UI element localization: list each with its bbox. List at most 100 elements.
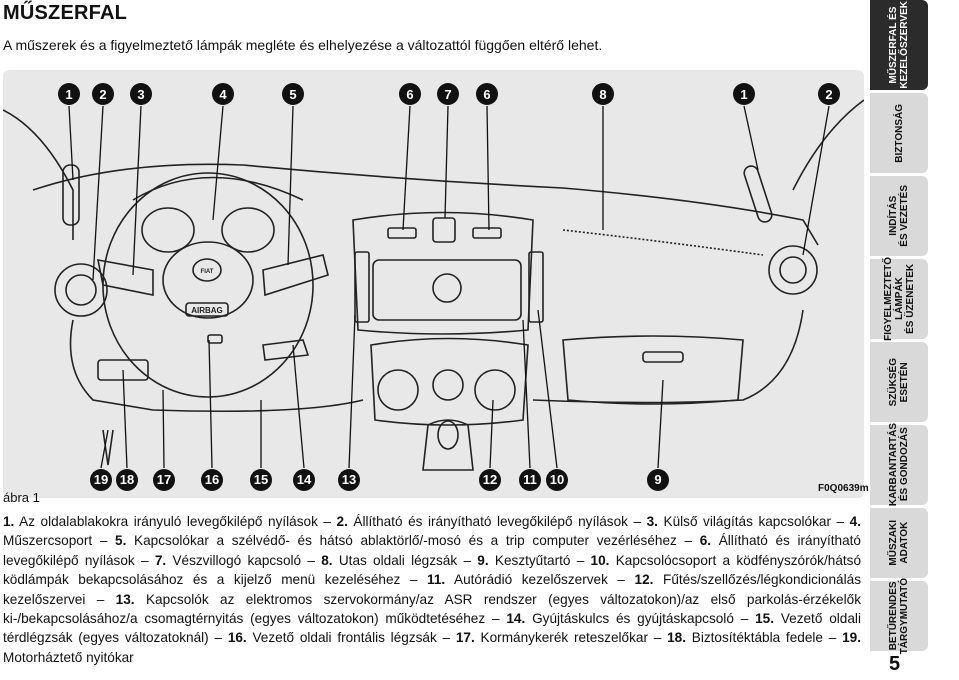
climate-knob-center <box>432 369 464 401</box>
tab-biztonsag[interactable]: BIZTONSÁG <box>870 93 928 173</box>
callout-badge: 14 <box>297 472 312 487</box>
fiat-logo-shape <box>192 258 222 282</box>
legend-text: Kapcsolók az elektromos szervokormány/az… <box>3 591 861 627</box>
tab-inditas[interactable]: INDÍTÁS ÉS VEZETÉS <box>870 176 928 256</box>
legend-text: Állítható és irányítható levegőkilépő ny… <box>3 533 861 568</box>
steering-hub <box>162 241 254 319</box>
legend-text: Motorháztető nyitókar <box>3 649 134 665</box>
manual-page: MŰSZERFAL A műszerek és a figyelmeztető … <box>3 2 869 665</box>
dashboard-illustration: 1 2 3 4 5 6 7 6 8 1 2 19 18 17 16 15 14 … <box>3 83 864 491</box>
legend-number: 3. <box>646 514 658 529</box>
tab-targymutato[interactable]: BETŰRENDES TÁRGYMUTATÓ <box>870 577 928 655</box>
legend-number: 11. <box>427 572 446 588</box>
legend-number: 5. <box>115 533 127 549</box>
wiper-stalk <box>262 254 329 297</box>
legend-number: 14. <box>506 611 526 627</box>
right-switch-column <box>528 251 544 323</box>
steering-wheel <box>102 172 314 398</box>
right-round-vent <box>768 245 818 295</box>
callout-badge: 10 <box>550 472 564 487</box>
callout-badge: 9 <box>654 472 661 487</box>
legend-number: 19. <box>842 630 861 646</box>
legend-number: 4. <box>849 514 861 529</box>
center-console <box>352 211 534 335</box>
callout-badge: 1 <box>740 87 747 102</box>
callout-badge: 1 <box>65 87 72 102</box>
legend-text: Vezető oldali térdlégzsák (egyes változa… <box>3 611 861 646</box>
bonnet-release-lever <box>102 429 114 466</box>
left-window-vent <box>62 164 80 226</box>
airbag-label: AIRBAG <box>191 306 223 315</box>
legend-text: Gyújtáskulcs és gyújtáskapcsoló <box>532 611 734 627</box>
tab-label: SZÜKSÉG ESETÉN <box>888 357 910 407</box>
tab-label: BIZTONSÁG <box>893 103 905 163</box>
callout-badge: 2 <box>99 87 106 102</box>
legend-number: 6. <box>699 533 712 549</box>
legend-text: Állítható és irányítható levegőkilépő ny… <box>353 514 628 529</box>
callout-badge: 15 <box>254 472 268 487</box>
passenger-airbag-outline <box>562 229 764 256</box>
right-pillar-line <box>792 99 864 191</box>
center-vent-left <box>387 227 417 239</box>
legend-number: 12. <box>634 572 654 588</box>
instrument-cluster-hood <box>132 176 304 201</box>
dash-lower-left <box>69 319 364 413</box>
tab-karbantartas[interactable]: KARBANTARTÁS ÉS GONDOZÁS <box>870 423 928 507</box>
fiat-logo-text: FIAT <box>201 269 214 275</box>
dash-top-line <box>32 163 819 246</box>
callout-badge: 18 <box>120 472 134 487</box>
left-round-vent <box>54 263 108 317</box>
callout-badge: 4 <box>219 87 227 102</box>
gear-lever-boot <box>422 419 474 471</box>
legend-text: Fűtés/szellőzés/légkondicionálás kezelős… <box>3 572 861 607</box>
legend-number: 1. <box>3 514 15 529</box>
figure-legend: 1. Az oldalablakokra irányuló levegőkilé… <box>3 514 862 665</box>
legend-text: Utas oldali légzsák <box>338 552 458 568</box>
chapter-sidebar: MŰSZERFAL ÉS KEZELŐSZERVEK BIZTONSÁG IND… <box>870 0 959 680</box>
legend-number: 7. <box>154 552 167 568</box>
tab-label: MŰSZAKI ADATOK <box>888 520 910 566</box>
tab-muszaki[interactable]: MŰSZAKI ADATOK <box>870 508 928 578</box>
center-vent-right <box>472 227 502 239</box>
callout-badge: 11 <box>523 472 537 487</box>
tab-muszerfal[interactable]: MŰSZERFAL ÉS KEZELŐSZERVEK <box>870 0 928 90</box>
legend-text: Műszercsoport <box>3 533 93 549</box>
bottom-callouts: 19 18 17 16 15 14 13 12 11 10 9 <box>90 469 669 491</box>
callout-badge: 16 <box>205 472 219 487</box>
callout-badge: 12 <box>483 472 497 487</box>
figure-code: F0Q0639m <box>818 483 869 494</box>
tab-figyelmezteto[interactable]: FIGYELMEZTETŐ LÁMPÁK ÉS ÜZENETEK <box>870 257 928 341</box>
tab-label: MŰSZERFAL ÉS KEZELŐSZERVEK <box>888 1 910 89</box>
left-switch-column <box>354 251 370 323</box>
legend-text: Külső világítás kapcsolókar <box>663 514 832 529</box>
tab-label: FIGYELMEZTETŐ LÁMPÁK ÉS ÜZENETEK <box>882 257 916 341</box>
page-subtitle: A műszerek és a figyelmeztető lámpák meg… <box>3 37 603 53</box>
climate-panel <box>370 337 529 426</box>
legend-text: Kapcsolócsoport a ködfényszórók/hátsó kö… <box>3 552 862 588</box>
ignition-lock <box>262 339 310 361</box>
tab-szukseg[interactable]: SZÜKSÉG ESETÉN <box>870 342 928 422</box>
climate-knob-right <box>474 369 516 411</box>
glovebox-handle <box>642 351 684 363</box>
legend-number: 2. <box>336 514 348 529</box>
legend-number: 10. <box>590 552 610 568</box>
tab-label: BETŰRENDES TÁRGYMUTATÓ <box>888 577 910 655</box>
light-switch-stalk <box>96 259 154 296</box>
legend-number: 15. <box>755 611 774 627</box>
legend-text: Az oldalablakokra irányuló levegőkilépő … <box>19 514 318 529</box>
hazard-switch <box>432 217 456 243</box>
callout-badge: 13 <box>342 472 356 487</box>
callout-badge: 6 <box>483 87 490 102</box>
callout-badge: 8 <box>599 87 606 102</box>
glovebox <box>562 335 744 405</box>
left-pillar-line <box>3 109 74 240</box>
legend-number: 13. <box>115 591 135 607</box>
callout-badge: 5 <box>289 87 296 102</box>
callout-badge: 2 <box>825 87 832 102</box>
radio-unit <box>372 259 522 321</box>
legend-text: Kesztyűtartó <box>494 552 571 568</box>
climate-knob-left <box>377 369 419 411</box>
legend-number: 8. <box>321 552 333 568</box>
dash-lower-right <box>532 309 804 404</box>
page-title: MŰSZERFAL <box>3 2 128 24</box>
